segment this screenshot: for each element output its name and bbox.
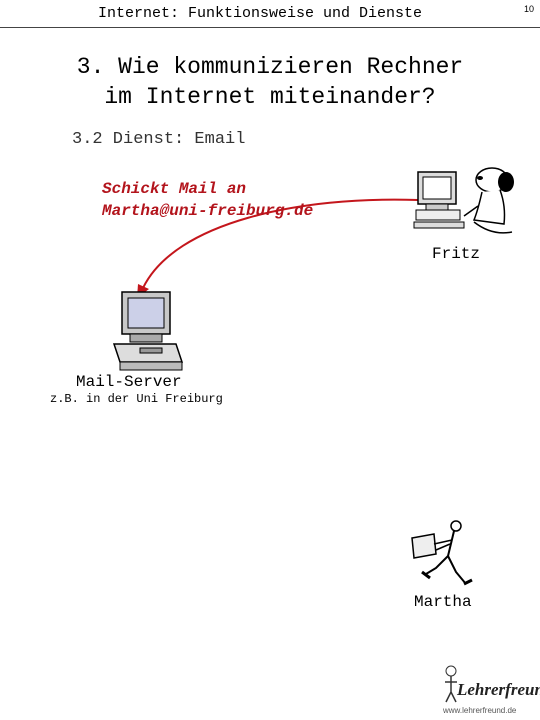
mail-note-line-1: Schickt Mail an: [102, 180, 247, 198]
martha-person-icon: [411, 520, 473, 586]
fritz-label: Fritz: [432, 245, 481, 263]
section-title: 3.2 Dienst: Email: [72, 130, 246, 149]
header-title: Internet: Funktionsweise und Dienste: [98, 5, 423, 22]
slide-title-line-2: im Internet miteinander?: [104, 84, 436, 110]
mail-server-note: z.B. in der Uni Freiburg: [50, 392, 223, 406]
slide-title-line-1: 3. Wie kommunizieren Rechner: [76, 54, 464, 80]
fritz-computer-icon: [413, 167, 514, 234]
mail-server-label: Mail-Server: [76, 373, 182, 391]
mail-note: Schickt Mail an Martha@uni-freiburg.de: [102, 178, 313, 222]
slide-header: Internet: Funktionsweise und Dienste 10: [0, 0, 540, 28]
page-number: 10: [523, 4, 534, 14]
slide-title: 3. Wie kommunizieren Rechner im Internet…: [20, 52, 520, 112]
martha-label: Martha: [414, 593, 472, 611]
logo-url: www.lehrerfreund.de: [443, 706, 517, 715]
mail-server-computer-icon: [112, 291, 184, 371]
lehrerfreund-logo-icon: [445, 665, 457, 703]
mail-note-line-2: Martha@uni-freiburg.de: [102, 202, 314, 220]
logo-name: Lehrerfreund: [457, 680, 540, 699]
